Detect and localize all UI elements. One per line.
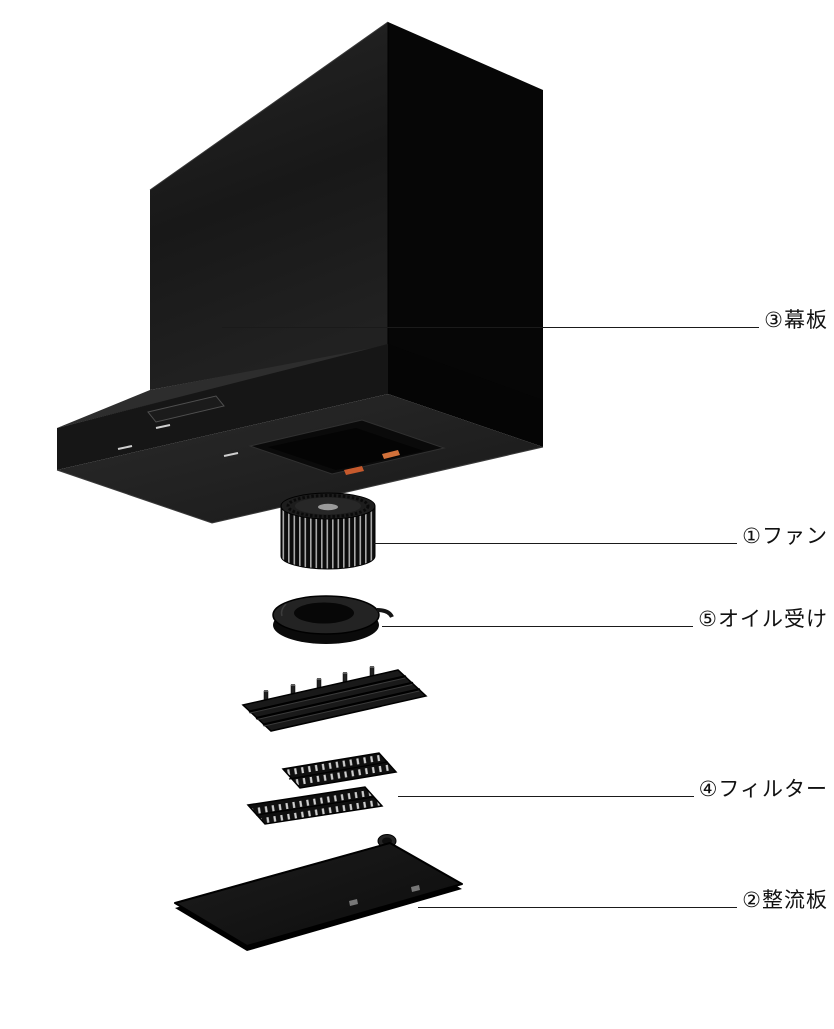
fan-part: [280, 492, 376, 570]
fan-hub: [318, 503, 338, 511]
callout-fan: ①ファン: [374, 524, 828, 550]
oil-receiver-part: [272, 595, 394, 644]
control-switch-orange: [344, 466, 364, 475]
filter-frame-slats: [248, 675, 421, 727]
duct-cover-right-panel: [388, 22, 543, 410]
leader-line-baffle-plate: [418, 907, 738, 909]
filter-frame-part: [241, 666, 428, 732]
baffle-plate-part: [174, 834, 463, 951]
oil-receiver-clip: [376, 608, 394, 618]
part-label-filter: ④フィルター: [698, 778, 828, 801]
callout-makuita: ③幕板: [222, 308, 828, 334]
baffle-plate-clip: [411, 885, 420, 892]
duct-cover-front-panel: [150, 22, 388, 390]
part-label-baffle-plate: ②整流板: [742, 889, 828, 912]
oil-receiver-highlight: [280, 603, 287, 617]
hood-front-right-face: [388, 344, 543, 447]
callout-filter: ④フィルター: [398, 777, 828, 803]
fan-blade-tips-ring: [286, 494, 370, 518]
callout-oil-receiver: ⑤オイル受け: [382, 607, 828, 633]
fan-blade-cylinder: [280, 505, 376, 570]
filter-rib: [255, 796, 375, 816]
control-switch-orange: [382, 450, 400, 459]
filter-rib: [288, 761, 389, 780]
filter-part: [246, 752, 398, 825]
leader-line-filter: [398, 796, 694, 798]
oil-receiver-hole: [294, 602, 354, 624]
underside-vent-plate: [147, 395, 225, 423]
underside-mark: [155, 424, 171, 429]
part-label-fan: ①ファン: [742, 525, 828, 548]
hood-front-left-face: [57, 344, 388, 470]
part-label-makuita: ③幕板: [764, 309, 828, 332]
part-label-oil-receiver: ⑤オイル受け: [698, 608, 828, 631]
leader-line-makuita: [222, 327, 760, 329]
filter-frame-pegs: [263, 666, 375, 702]
underside-mark: [117, 445, 133, 450]
underside-mark: [223, 452, 239, 457]
underside-recess-inner: [268, 428, 424, 470]
leader-line-oil-receiver: [382, 626, 694, 628]
duct-top-edge-highlight: [149, 21, 389, 191]
baffle-plate-clip: [349, 899, 358, 906]
hood-underside-front-edge: [56, 446, 544, 524]
baffle-plate-top: [174, 842, 463, 947]
callout-baffle-plate: ②整流板: [418, 888, 828, 914]
leader-line-fan: [374, 543, 738, 545]
range-hood-body: [56, 21, 544, 524]
